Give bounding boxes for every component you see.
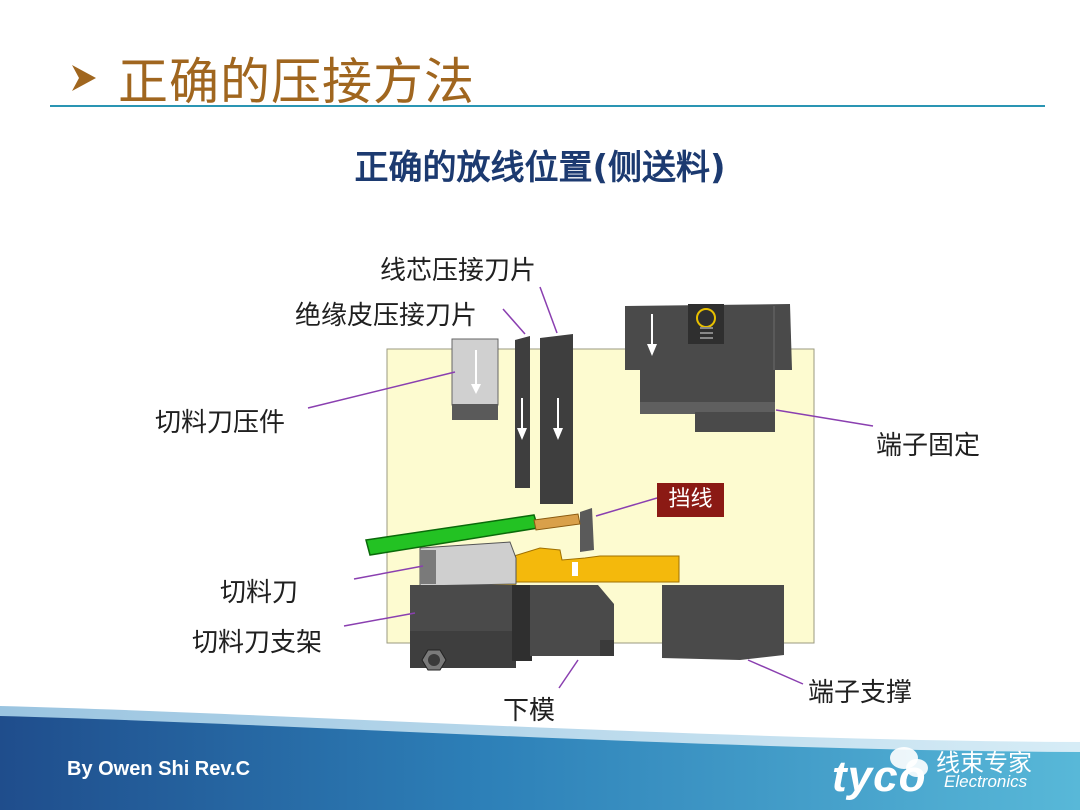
terminal-strip — [513, 547, 680, 583]
label-core-crimp-blade: 线芯压接刀片 — [380, 256, 537, 286]
wechat-icon — [890, 747, 928, 777]
footer-author: By Owen Shi Rev.C — [67, 758, 251, 780]
label-insulation-crimp-blade: 绝缘皮压接刀片 — [295, 301, 478, 331]
diagram-subtitle: 正确的放线位置(侧送料) — [354, 148, 726, 188]
wire-core — [533, 513, 581, 531]
core-crimp-blade — [540, 334, 573, 504]
lower-die — [530, 585, 614, 656]
slide-heading: 正确的压接方法 — [118, 53, 475, 111]
watermark-text: 线束专家 — [936, 749, 1032, 777]
wire-stop-part — [580, 508, 594, 552]
label-terminal-support: 端子支撑 — [808, 678, 913, 708]
label-terminal-fix: 端子固定 — [876, 431, 981, 461]
label-wire-stop: 挡线 — [657, 483, 724, 517]
callout-lines — [307, 286, 874, 689]
label-cutter-press: 切料刀压件 — [155, 408, 286, 438]
label-cutter: 切料刀 — [220, 578, 299, 608]
bullet-arrow-icon — [72, 65, 96, 91]
tyco-logo: tyco — [832, 752, 927, 801]
label-lower-die: 下模 — [503, 696, 556, 726]
tyco-logo-subtitle: Electronics — [944, 772, 1028, 791]
terminal-support — [662, 585, 784, 660]
label-cutter-holder: 切料刀支架 — [192, 628, 323, 658]
heading-divider — [50, 105, 1045, 107]
